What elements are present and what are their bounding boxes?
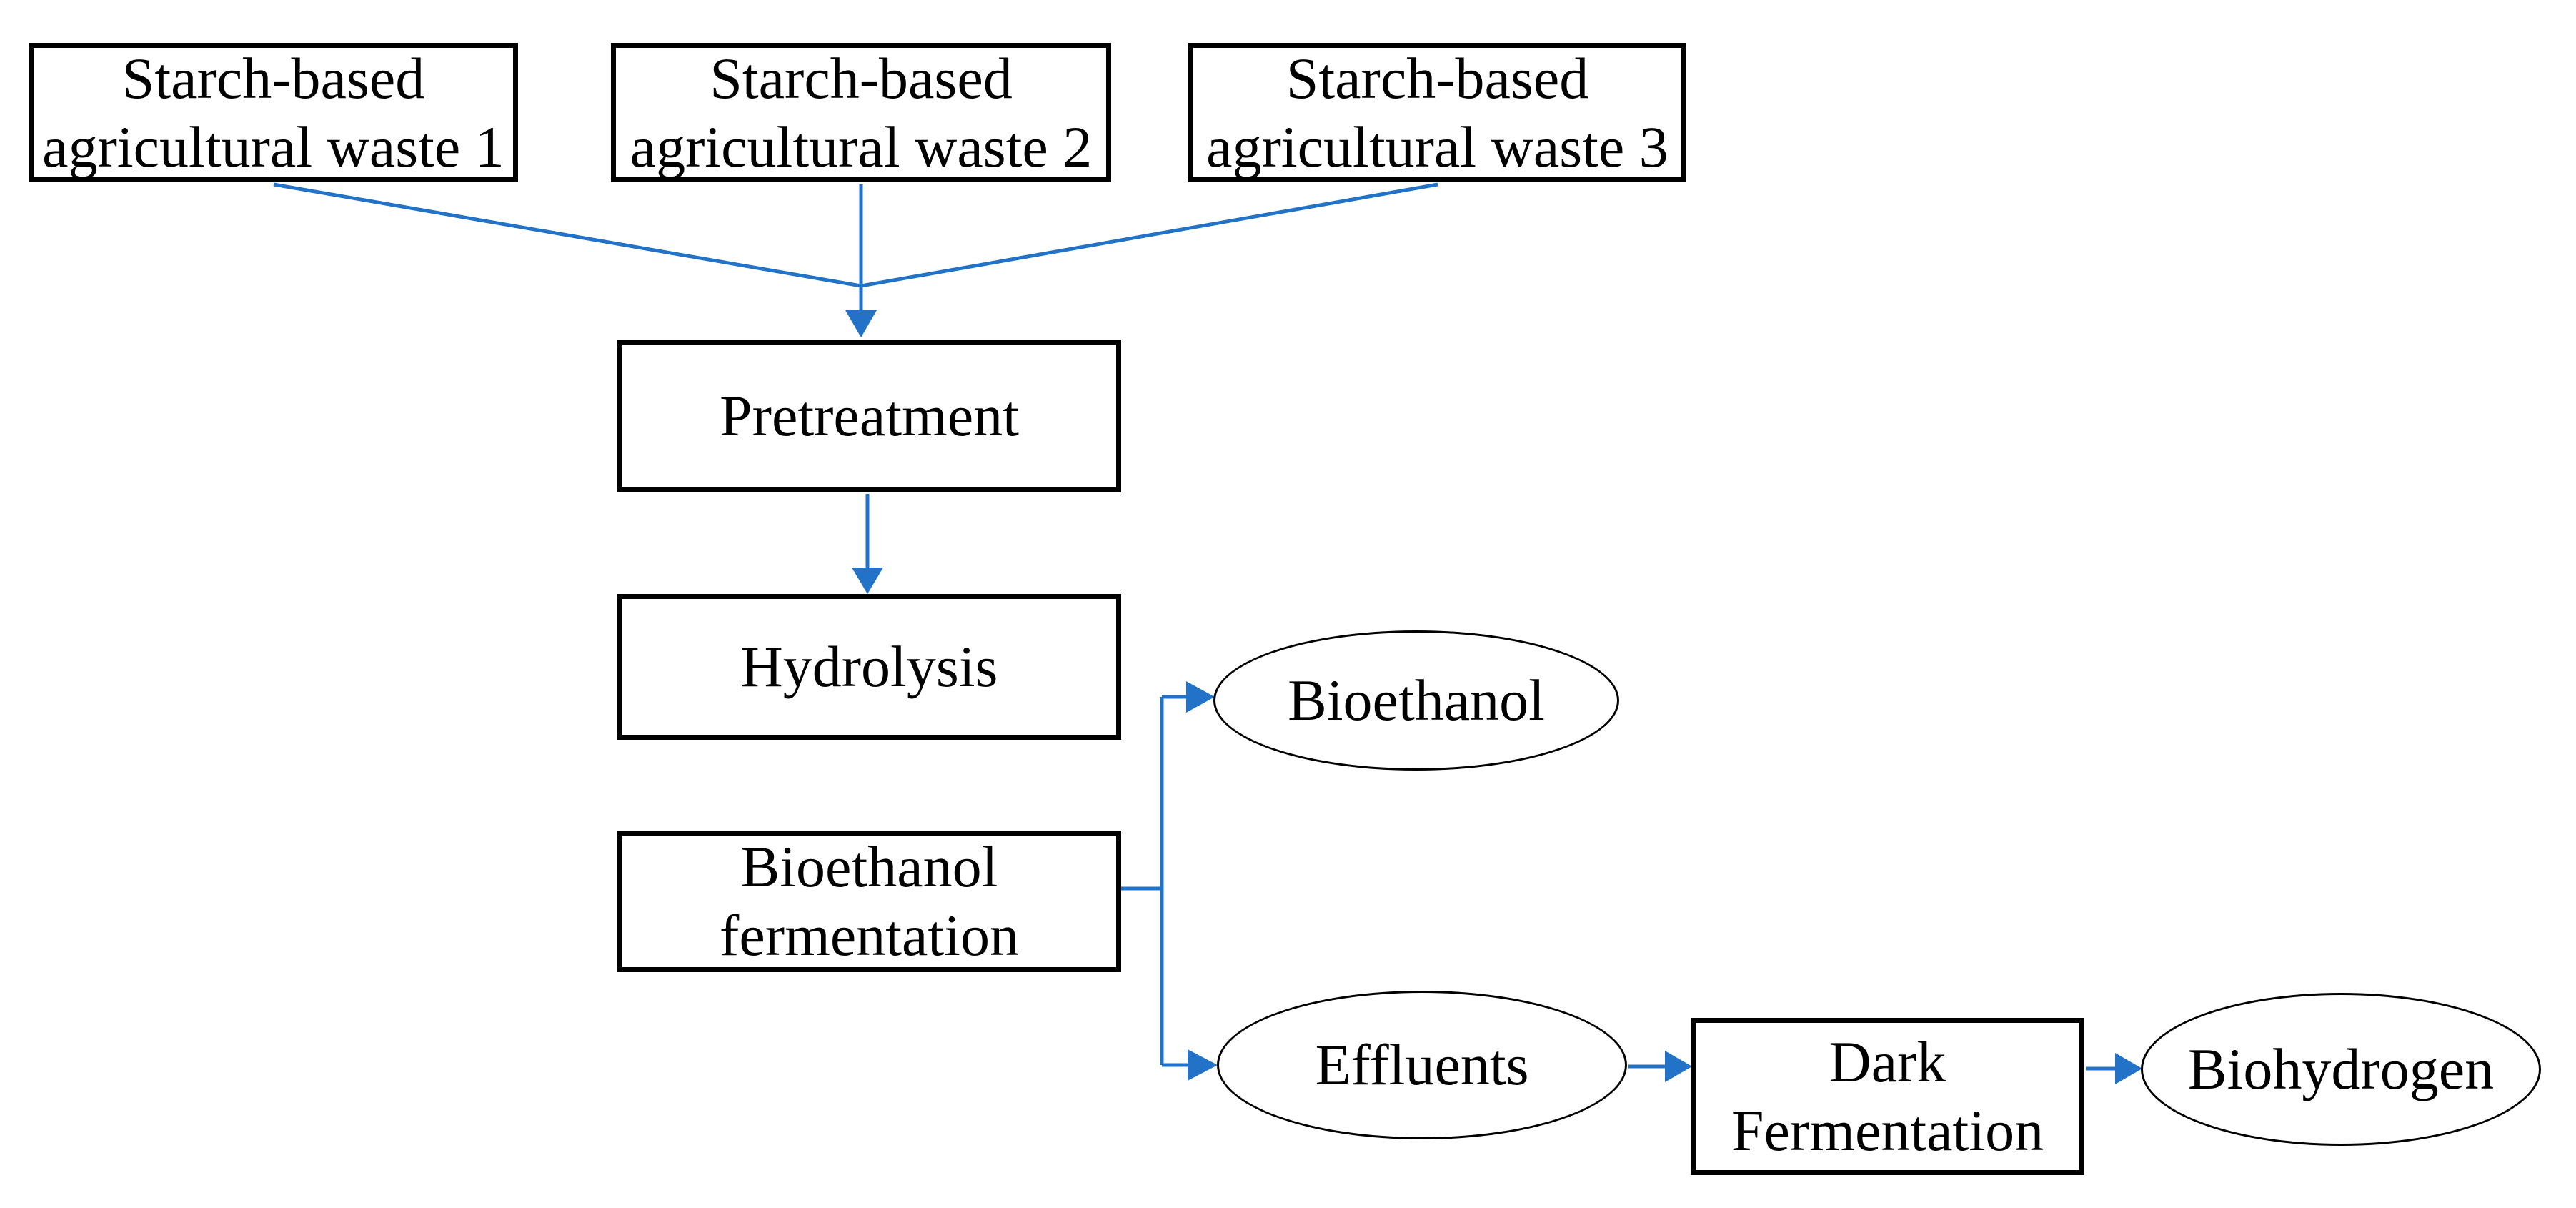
node-label-line: Bioethanol xyxy=(740,834,998,899)
node-starch-waste-2: Starch-based agricultural waste 2 xyxy=(611,43,1111,182)
node-label-line: Starch-based xyxy=(710,45,1013,111)
arrowhead-into-hydrolysis xyxy=(852,568,883,594)
node-label-line: Fermentation xyxy=(1731,1098,2044,1163)
node-starch-waste-1: Starch-based agricultural waste 1 xyxy=(29,43,518,182)
node-dark-fermentation: Dark Fermentation xyxy=(1691,1018,2084,1175)
node-label-line: Starch-based xyxy=(121,45,425,111)
node-label-line: Dark xyxy=(1829,1029,1946,1094)
node-label: Hydrolysis xyxy=(740,634,998,699)
edge-waste3-to-pretreatment xyxy=(860,182,1438,288)
arrowhead-into-effluents xyxy=(1188,1049,1218,1081)
node-hydrolysis: Hydrolysis xyxy=(617,594,1121,740)
node-bioethanol-fermentation: Bioethanol fermentation xyxy=(617,831,1121,972)
node-label-line: agricultural waste 3 xyxy=(1206,114,1669,179)
node-label-line: agricultural waste 2 xyxy=(630,114,1093,179)
arrowhead-into-pretreatment xyxy=(845,310,877,337)
arrowhead-into-bioethanol xyxy=(1186,681,1215,713)
node-label-line: agricultural waste 1 xyxy=(42,114,504,179)
node-label-line: Starch-based xyxy=(1285,45,1589,111)
node-starch-waste-3: Starch-based agricultural waste 3 xyxy=(1188,43,1686,182)
node-bioethanol: Bioethanol xyxy=(1213,630,1619,771)
arrowhead-into-biohydrogen xyxy=(2115,1053,2142,1084)
node-pretreatment: Pretreatment xyxy=(617,340,1121,492)
node-label: Pretreatment xyxy=(720,383,1019,448)
node-label-line: fermentation xyxy=(720,903,1019,968)
node-label: Bioethanol xyxy=(1288,668,1545,733)
arrowhead-into-dark-fermentation xyxy=(1665,1051,1692,1082)
node-biohydrogen: Biohydrogen xyxy=(2141,993,2541,1146)
edge-waste1-to-pretreatment xyxy=(273,182,862,288)
node-label: Biohydrogen xyxy=(2187,1036,2495,1101)
node-label: Effluents xyxy=(1315,1032,1529,1097)
node-effluents: Effluents xyxy=(1217,991,1627,1139)
